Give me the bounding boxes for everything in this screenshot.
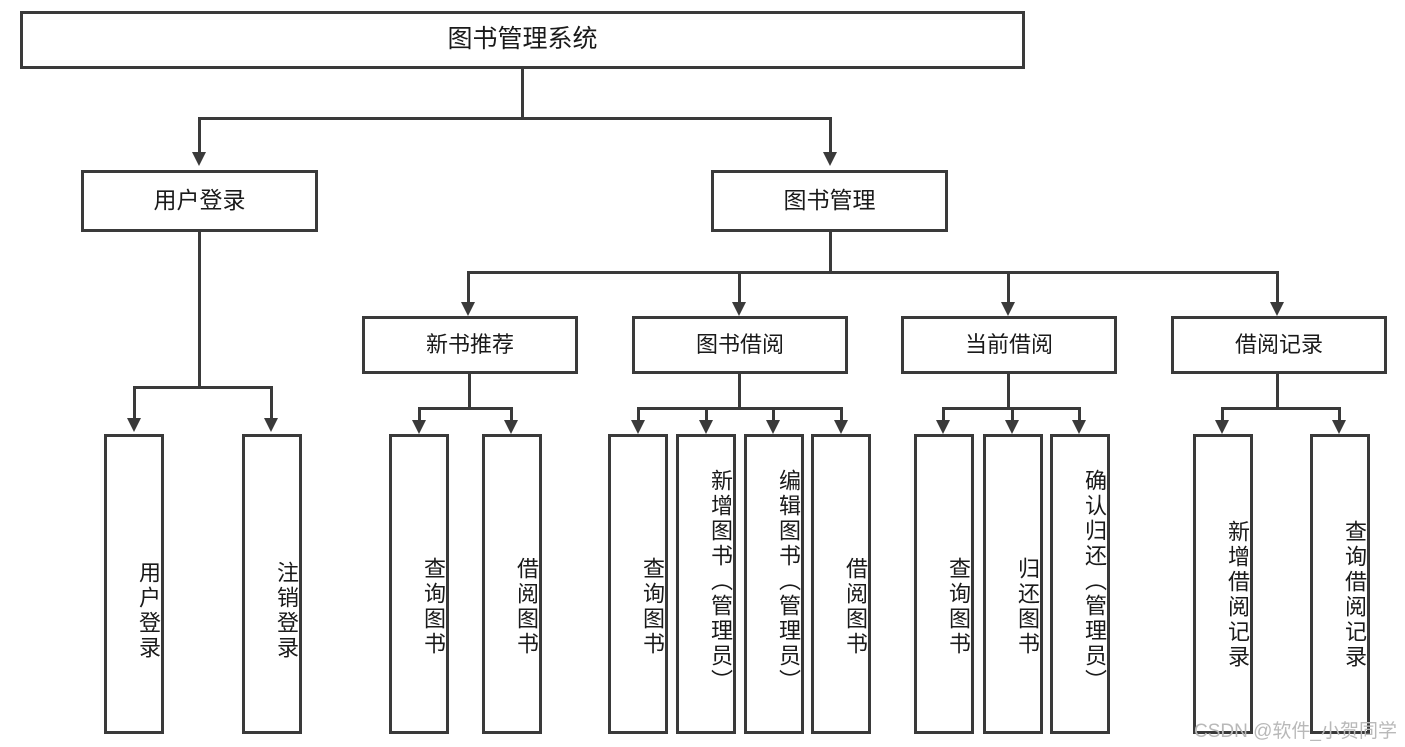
connector-new-book-recommend-stem	[468, 374, 471, 407]
node-label: 查询图书	[640, 557, 665, 657]
leaf-borrow-record-add-record[interactable]: 新增借阅记录	[1193, 434, 1253, 734]
connector-borrow-record-bus	[1221, 407, 1341, 410]
arrow-to-new-book-recommend	[461, 302, 475, 316]
connector-drop-new-book-recommend	[467, 271, 470, 304]
leaf-new-book-recommend-query-book[interactable]: 查询图书	[389, 434, 449, 734]
node-current-borrow[interactable]: 当前借阅	[901, 316, 1117, 374]
node-label: 图书管理系统	[447, 25, 598, 54]
connector-drop-br-leaf-2	[1338, 407, 1341, 423]
arrow-to-br-leaf-1	[1215, 420, 1229, 434]
leaf-book-borrow-add-book-admin[interactable]: 新增图书（管理员）	[676, 434, 736, 734]
node-label: 查询图书	[946, 557, 971, 657]
connector-book-borrow-bus	[637, 407, 840, 410]
leaf-book-borrow-borrow-book[interactable]: 借阅图书	[811, 434, 871, 734]
leaf-book-borrow-query-book[interactable]: 查询图书	[608, 434, 668, 734]
node-new-book-recommend[interactable]: 新书推荐	[362, 316, 578, 374]
node-root-book-management-system[interactable]: 图书管理系统	[20, 11, 1025, 69]
node-label: 注销登录	[274, 561, 299, 661]
node-label: 新增图书（管理员）	[708, 468, 733, 694]
connector-drop-br-leaf-1	[1221, 407, 1224, 423]
connector-drop-user-login-leaf-1	[133, 386, 136, 420]
node-label: 确认归还（管理员）	[1082, 468, 1107, 694]
csdn-watermark: CSDN @软件_小贺同学	[1194, 721, 1397, 742]
connector-drop-user-login	[198, 117, 201, 153]
connector-book-management-stem	[829, 232, 832, 271]
node-label: 新增借阅记录	[1225, 520, 1250, 670]
arrow-to-nbr-leaf-1	[412, 420, 426, 434]
connector-current-borrow-bus	[942, 407, 1079, 410]
node-label: 编辑图书（管理员）	[776, 468, 801, 694]
connector-drop-cb-leaf-3	[1078, 407, 1081, 423]
connector-current-borrow-stem	[1007, 374, 1010, 407]
arrow-to-cb-leaf-3	[1072, 420, 1086, 434]
node-label: 当前借阅	[964, 332, 1053, 358]
node-label: 借阅图书	[514, 557, 539, 657]
connector-drop-user-login-leaf-2	[270, 386, 273, 420]
leaf-user-login-login[interactable]: 用户登录	[104, 434, 164, 734]
node-label: 借阅图书	[843, 557, 868, 657]
connector-level2-bus	[198, 117, 832, 120]
node-user-login[interactable]: 用户登录	[81, 170, 318, 232]
connector-drop-bb-leaf-1	[637, 407, 640, 423]
leaf-current-borrow-query-book[interactable]: 查询图书	[914, 434, 974, 734]
arrow-to-book-management	[823, 152, 837, 166]
arrow-to-bb-leaf-2	[699, 420, 713, 434]
connector-level3-bus	[467, 271, 1279, 274]
connector-root-stem	[521, 69, 524, 117]
connector-new-book-recommend-bus	[418, 407, 513, 410]
connector-drop-borrow-record	[1276, 271, 1279, 304]
node-label: 图书借阅	[695, 332, 784, 358]
arrow-to-user-login-leaf-1	[127, 418, 141, 432]
connector-drop-bb-leaf-4	[840, 407, 843, 423]
node-label: 图书管理	[783, 187, 876, 214]
leaf-borrow-record-query-record[interactable]: 查询借阅记录	[1310, 434, 1370, 734]
arrow-to-bb-leaf-4	[834, 420, 848, 434]
connector-drop-book-borrow	[738, 271, 741, 304]
connector-drop-book-management	[829, 117, 832, 153]
connector-drop-nbr-leaf-1	[418, 407, 421, 423]
connector-drop-bb-leaf-2	[705, 407, 708, 423]
arrow-to-nbr-leaf-2	[504, 420, 518, 434]
node-label: 用户登录	[153, 187, 246, 214]
node-label: 新书推荐	[425, 332, 514, 358]
node-label: 查询图书	[421, 557, 446, 657]
connector-book-borrow-stem	[738, 374, 741, 407]
leaf-current-borrow-confirm-return-admin[interactable]: 确认归还（管理员）	[1050, 434, 1110, 734]
node-label: 归还图书	[1015, 557, 1040, 657]
arrow-to-current-borrow	[1001, 302, 1015, 316]
arrow-to-cb-leaf-2	[1005, 420, 1019, 434]
connector-drop-bb-leaf-3	[772, 407, 775, 423]
connector-user-login-bus	[133, 386, 273, 389]
connector-drop-nbr-leaf-2	[510, 407, 513, 423]
arrow-to-cb-leaf-1	[936, 420, 950, 434]
leaf-user-login-logout[interactable]: 注销登录	[242, 434, 302, 734]
node-borrow-record[interactable]: 借阅记录	[1171, 316, 1387, 374]
leaf-new-book-recommend-borrow-book[interactable]: 借阅图书	[482, 434, 542, 734]
connector-user-login-stem	[198, 232, 201, 386]
node-label: 查询借阅记录	[1342, 520, 1367, 670]
node-label: 用户登录	[136, 561, 161, 661]
node-label: 借阅记录	[1234, 332, 1323, 358]
leaf-book-borrow-edit-book-admin[interactable]: 编辑图书（管理员）	[744, 434, 804, 734]
arrow-to-user-login	[192, 152, 206, 166]
connector-drop-cb-leaf-2	[1011, 407, 1014, 423]
arrow-to-borrow-record	[1270, 302, 1284, 316]
leaf-current-borrow-return-book[interactable]: 归还图书	[983, 434, 1043, 734]
arrow-to-br-leaf-2	[1332, 420, 1346, 434]
arrow-to-user-login-leaf-2	[264, 418, 278, 432]
node-book-borrow[interactable]: 图书借阅	[632, 316, 848, 374]
connector-drop-current-borrow	[1007, 271, 1010, 304]
arrow-to-bb-leaf-3	[766, 420, 780, 434]
connector-borrow-record-stem	[1276, 374, 1279, 407]
connector-drop-cb-leaf-1	[942, 407, 945, 423]
node-book-management[interactable]: 图书管理	[711, 170, 948, 232]
arrow-to-bb-leaf-1	[631, 420, 645, 434]
arrow-to-book-borrow	[732, 302, 746, 316]
